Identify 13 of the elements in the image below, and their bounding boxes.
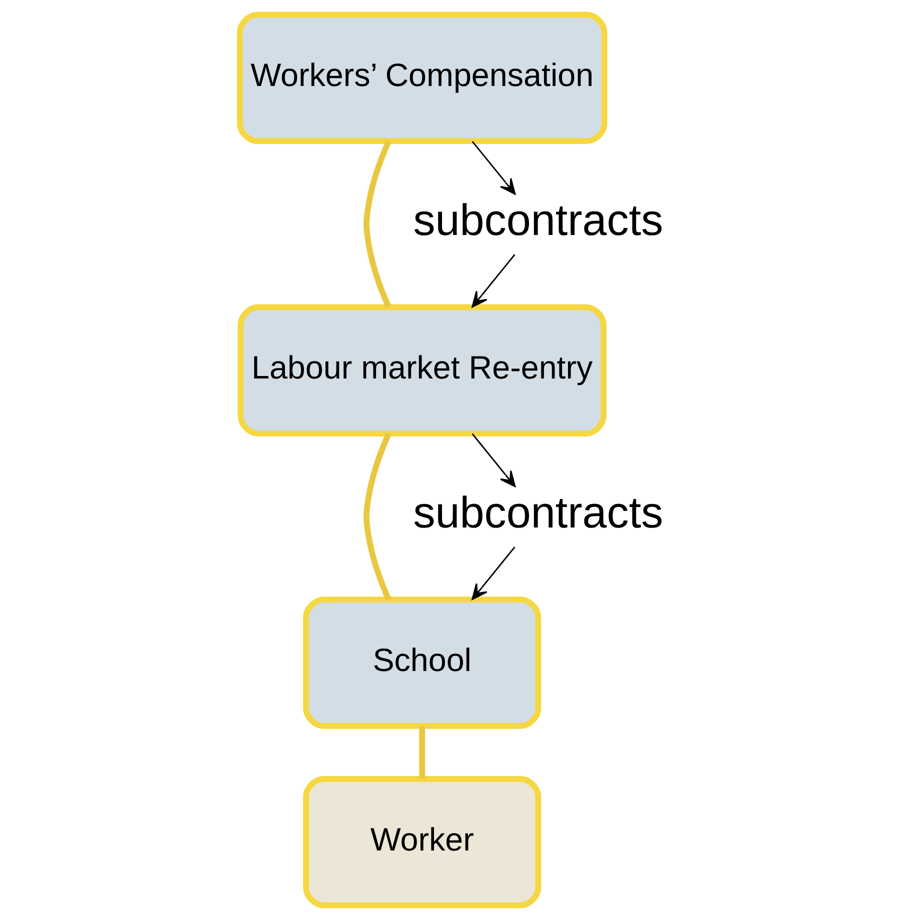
node-box: School bbox=[302, 596, 541, 729]
arrow bbox=[471, 254, 515, 308]
node-text: subcontracts bbox=[412, 196, 663, 246]
node-box: Workers’ Compensation bbox=[236, 12, 607, 144]
arrow bbox=[471, 546, 515, 600]
node-box: Labour market Re-entry bbox=[237, 304, 606, 436]
connector bbox=[418, 726, 425, 778]
connector bbox=[363, 432, 391, 600]
arrow bbox=[471, 140, 516, 195]
connector bbox=[363, 140, 391, 308]
arrow bbox=[471, 433, 516, 488]
node-box: Worker bbox=[302, 776, 541, 908]
node-text: subcontracts bbox=[412, 488, 663, 538]
